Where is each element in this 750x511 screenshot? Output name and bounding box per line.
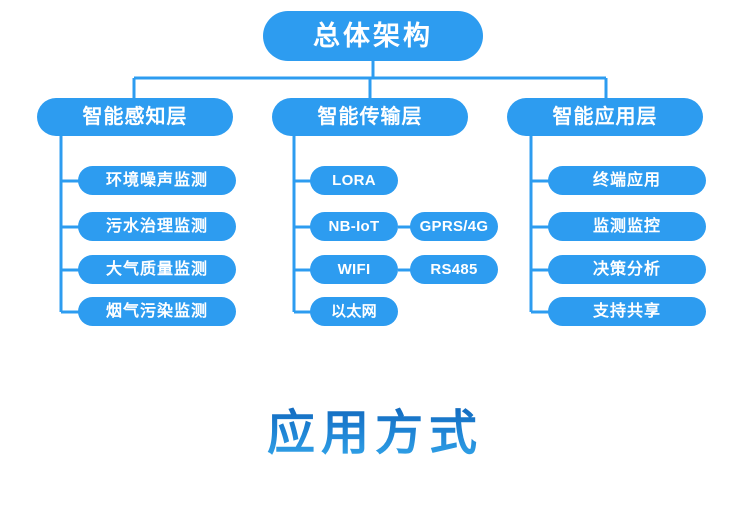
node-layer-perception[interactable]: 智能感知层: [37, 98, 233, 136]
node-root-overall-architecture[interactable]: 总体架构: [263, 11, 483, 61]
node-application-item-3[interactable]: 决策分析: [548, 255, 706, 284]
node-transmission-item-lora[interactable]: LORA: [310, 166, 398, 195]
node-transmission-item-rs485[interactable]: RS485: [410, 255, 498, 284]
node-application-item-2[interactable]: 监测监控: [548, 212, 706, 241]
bottom-section-title: 应用方式: [0, 404, 750, 464]
node-layer-transmission[interactable]: 智能传输层: [272, 98, 468, 136]
node-perception-item-2[interactable]: 污水治理监测: [78, 212, 236, 241]
node-transmission-item-gprs-4g[interactable]: GPRS/4G: [410, 212, 498, 241]
node-perception-item-3[interactable]: 大气质量监测: [78, 255, 236, 284]
node-application-item-4[interactable]: 支持共享: [548, 297, 706, 326]
node-application-item-1[interactable]: 终端应用: [548, 166, 706, 195]
node-transmission-item-ethernet[interactable]: 以太网: [310, 297, 398, 326]
node-transmission-item-nbiot[interactable]: NB-IoT: [310, 212, 398, 241]
node-perception-item-4[interactable]: 烟气污染监测: [78, 297, 236, 326]
node-perception-item-1[interactable]: 环境噪声监测: [78, 166, 236, 195]
node-transmission-item-wifi[interactable]: WIFI: [310, 255, 398, 284]
node-layer-application[interactable]: 智能应用层: [507, 98, 703, 136]
